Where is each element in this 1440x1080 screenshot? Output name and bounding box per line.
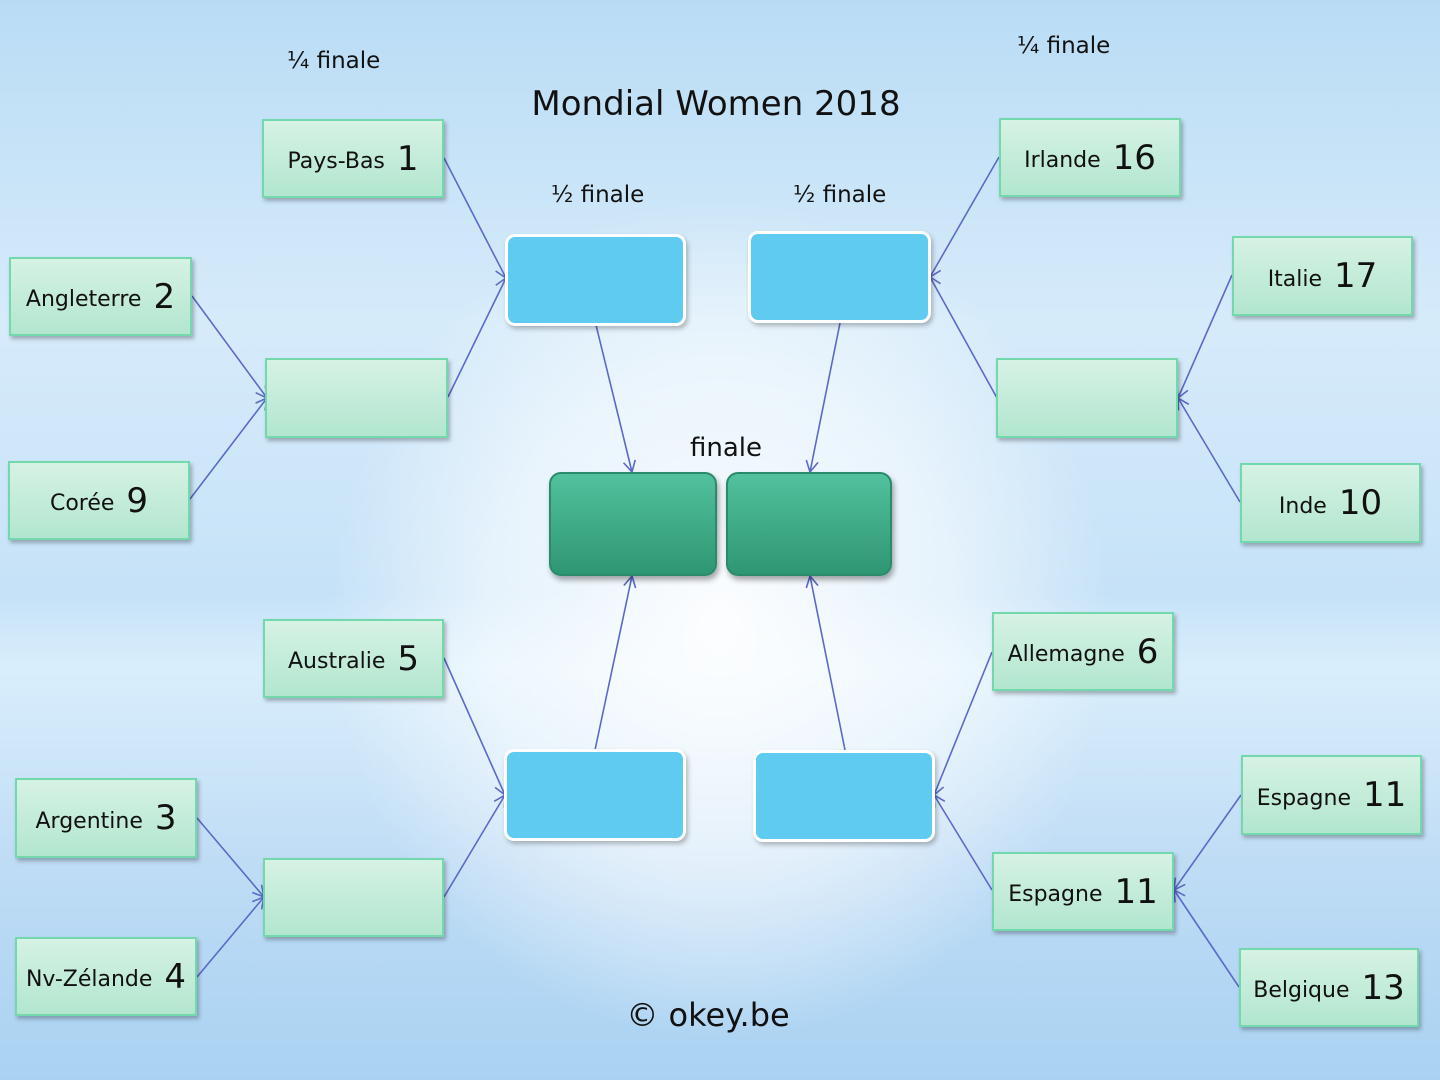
team-box-angleterre: Angleterre 2 <box>9 257 192 336</box>
semi-final-slot-bottom-left <box>504 749 686 841</box>
team-seed: 2 <box>153 276 176 317</box>
team-name: Espagne <box>1008 882 1103 907</box>
team-name: Belgique <box>1253 978 1350 1003</box>
final-slot-right <box>726 472 892 576</box>
arrow <box>1176 274 1233 400</box>
team-name: Irlande <box>1024 148 1101 173</box>
diagram-title: Mondial Women 2018 <box>531 84 901 124</box>
arrow <box>933 793 993 891</box>
team-name: Italie <box>1267 266 1323 292</box>
semi-final-label-right: ½ finale <box>793 182 887 208</box>
team-seed: 5 <box>397 638 419 679</box>
empty-team-slot <box>263 858 444 937</box>
team-box-inde: Inde 10 <box>1240 463 1421 543</box>
team-seed: 4 <box>164 956 187 997</box>
team-seed: 11 <box>1363 775 1407 815</box>
arrow <box>805 322 841 474</box>
team-box-pays-bas: Pays-Bas 1 <box>262 119 444 198</box>
team-seed: 6 <box>1136 631 1159 672</box>
team-box-belgique: Belgique 13 <box>1239 948 1419 1027</box>
team-box-nv-zelande: Nv-Zélande 4 <box>15 937 197 1016</box>
final-label: finale <box>690 433 763 463</box>
team-seed: 9 <box>126 480 149 521</box>
arrow <box>929 156 1000 279</box>
team-box-espagne-advanced: Espagne 11 <box>992 852 1174 931</box>
team-box-coree: Corée 9 <box>8 461 190 540</box>
quarter-final-label-right: ¼ finale <box>1017 33 1111 59</box>
semi-final-slot-top-right <box>748 231 931 323</box>
team-box-irlande: Irlande 16 <box>999 118 1181 197</box>
team-name: Allemagne <box>1007 642 1125 667</box>
arrow <box>443 157 508 280</box>
arrow <box>1177 396 1241 503</box>
empty-team-slot <box>996 358 1178 438</box>
team-name: Corée <box>49 491 115 516</box>
arrow <box>196 817 266 899</box>
team-seed: 17 <box>1334 256 1378 296</box>
arrow <box>196 895 266 978</box>
arrow <box>931 651 993 797</box>
arrow <box>447 276 508 398</box>
team-name: Angleterre <box>25 287 142 312</box>
team-name: Inde <box>1278 493 1327 519</box>
team-box-espagne: Espagne 11 <box>1241 755 1422 835</box>
arrow <box>191 295 268 400</box>
team-name: Espagne <box>1256 785 1351 811</box>
final-slot-left <box>549 472 717 576</box>
semi-final-slot-bottom-right <box>753 750 935 842</box>
arrow <box>594 574 637 751</box>
arrow <box>1173 888 1240 988</box>
team-name: Nv-Zélande <box>25 967 153 992</box>
arrow <box>595 324 636 474</box>
team-name: Australie <box>287 649 386 674</box>
semi-final-label-left: ½ finale <box>551 182 645 208</box>
team-seed: 10 <box>1338 483 1383 523</box>
team-name: Pays-Bas <box>287 149 385 174</box>
arrow <box>443 657 507 797</box>
arrow <box>443 793 506 898</box>
team-seed: 13 <box>1361 967 1405 1008</box>
arrow <box>805 574 846 751</box>
team-seed: 11 <box>1114 871 1158 912</box>
semi-final-slot-top-left <box>505 234 686 326</box>
arrow <box>189 396 269 500</box>
team-box-allemagne: Allemagne 6 <box>992 612 1174 691</box>
arrow <box>929 275 998 399</box>
copyright-credit: © okey.be <box>626 996 790 1034</box>
team-box-australie: Australie 5 <box>263 619 444 698</box>
team-box-italie: Italie 17 <box>1232 236 1413 316</box>
team-seed: 1 <box>396 138 419 179</box>
team-box-argentine: Argentine 3 <box>15 778 197 858</box>
arrow <box>1173 794 1242 892</box>
quarter-final-label-left: ¼ finale <box>287 48 381 74</box>
team-name: Argentine <box>35 808 143 834</box>
team-seed: 16 <box>1112 137 1156 178</box>
team-seed: 3 <box>154 798 177 838</box>
empty-team-slot <box>265 358 448 438</box>
